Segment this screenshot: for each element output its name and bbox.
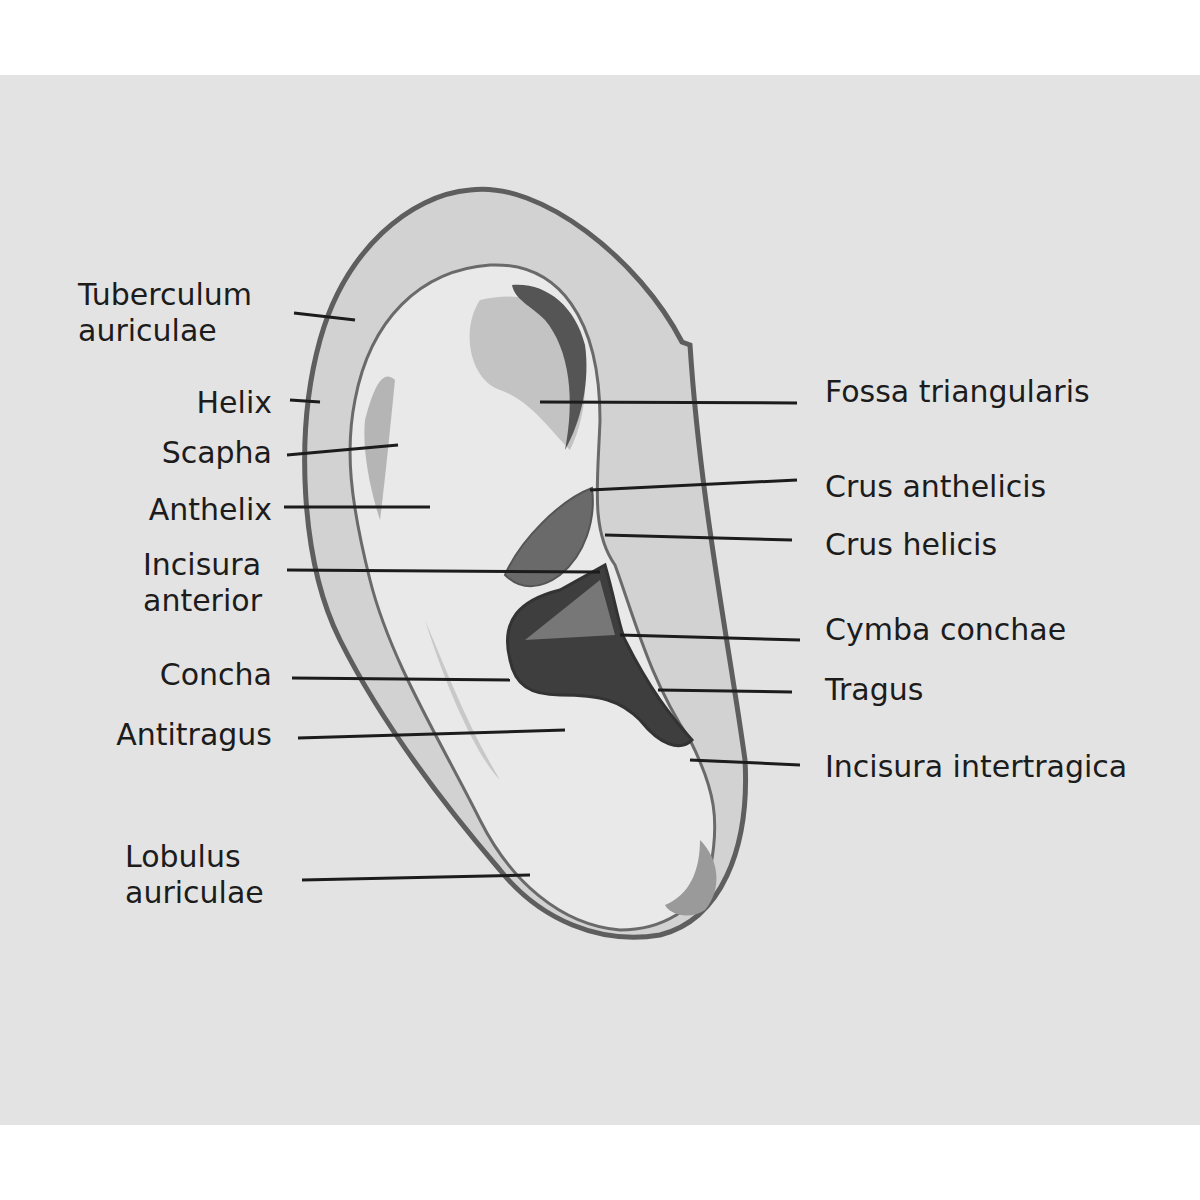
part-label: Tragus [825, 672, 923, 708]
leader-lines [284, 313, 800, 880]
part-label: Incisura intertragica [825, 749, 1127, 785]
part-label: Lobulus auriculae [125, 839, 275, 911]
part-label: Cymba conchae [825, 612, 1066, 648]
part-label: Incisura anterior [143, 547, 283, 619]
part-label: Tuberculum auriculae [78, 277, 278, 349]
part-label: Crus anthelicis [825, 469, 1046, 505]
part-label: Fossa triangularis [825, 374, 1090, 410]
part-label: Scapha [162, 435, 272, 471]
part-label: Concha [160, 657, 272, 693]
part-label: Helix [197, 385, 272, 421]
part-label: Antitragus [116, 717, 272, 753]
part-label: Crus helicis [825, 527, 997, 563]
part-label: Anthelix [149, 492, 272, 528]
